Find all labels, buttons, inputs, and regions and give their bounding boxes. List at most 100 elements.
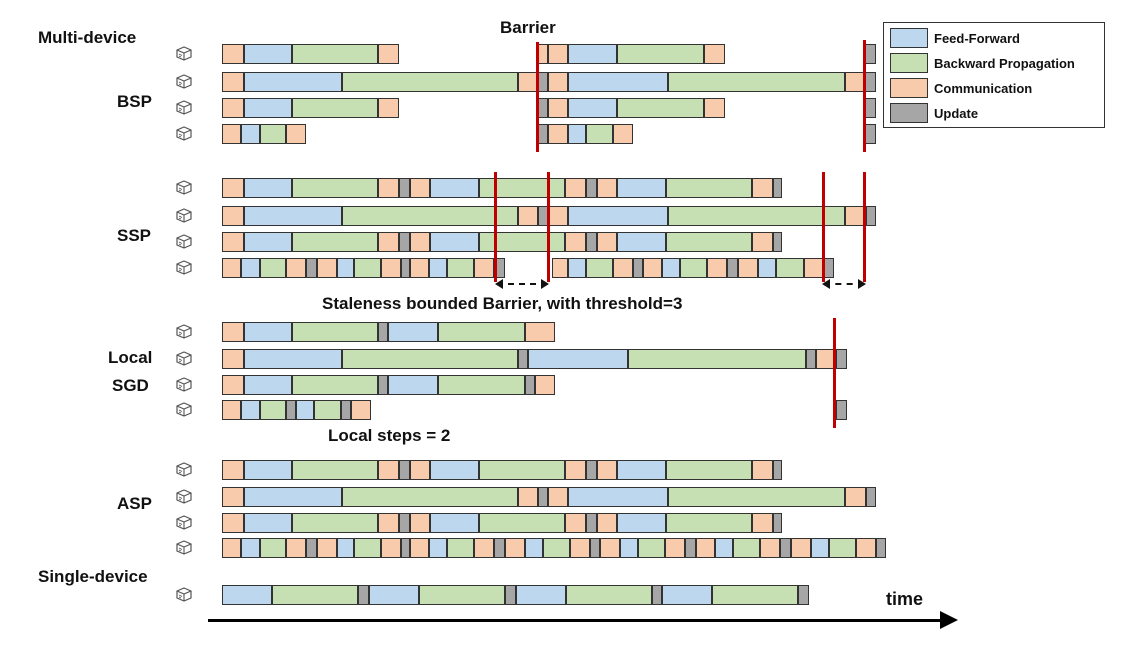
communication-segment [317,538,337,558]
computer-icon [175,74,193,90]
update-segment [538,124,548,144]
communication-segment [222,72,244,92]
communication-segment [222,232,244,252]
update-segment [538,72,548,92]
computer-icon [175,462,193,478]
update-segment [633,258,643,278]
communication-segment [286,538,306,558]
computer-icon [175,402,193,418]
communication-segment [548,206,568,226]
communication-segment [738,258,758,278]
backward-propagation-segment [354,538,381,558]
communication-segment [222,322,244,342]
backward-propagation-segment [666,460,752,480]
feed-forward-segment [568,72,668,92]
update-segment [306,538,317,558]
communication-segment [845,487,866,507]
update-segment [586,232,597,252]
legend-label: Update [934,105,979,121]
backward-propagation-segment [543,538,570,558]
backward-propagation-segment [479,232,565,252]
backward-propagation-segment [292,322,378,342]
communication-segment [222,258,241,278]
update-segment [525,375,535,395]
feed-forward-segment [568,258,586,278]
update-segment [399,460,410,480]
communication-segment [565,232,586,252]
legend-swatch [890,28,928,48]
communication-segment [378,513,399,533]
communication-segment [565,178,586,198]
asp-label: ASP [117,494,152,513]
computer-icon [175,180,193,196]
communication-segment [518,206,538,226]
feed-forward-segment [388,375,438,395]
backward-propagation-segment [438,375,525,395]
backward-propagation-segment [342,349,518,369]
communication-segment [525,322,555,342]
update-segment [399,513,410,533]
feed-forward-segment [244,487,342,507]
time-axis [208,619,950,622]
feed-forward-segment [715,538,733,558]
communication-segment [222,206,244,226]
feed-forward-segment [811,538,829,558]
communication-segment [643,258,662,278]
feed-forward-segment [337,258,354,278]
update-segment [836,349,847,369]
update-segment [652,585,662,605]
backward-propagation-segment [342,206,518,226]
feed-forward-segment [337,538,354,558]
backward-propagation-segment [668,206,845,226]
update-segment [590,538,600,558]
feed-forward-segment [620,538,638,558]
update-segment [866,206,876,226]
communication-segment [548,124,568,144]
update-segment [401,538,410,558]
legend-label: Feed-Forward [934,30,1020,46]
local-steps-label: Local steps = 2 [328,426,451,445]
backward-propagation-segment [617,98,704,118]
ssp-barrier-line-1 [494,172,497,282]
update-segment [727,258,738,278]
update-segment [399,232,410,252]
communication-segment [222,375,244,395]
update-segment [876,538,886,558]
backward-propagation-segment [479,513,565,533]
communication-segment [613,124,633,144]
update-segment [538,98,548,118]
communication-segment [474,538,494,558]
update-segment [358,585,369,605]
computer-icon [175,100,193,116]
feed-forward-segment [525,538,543,558]
communication-segment [317,258,337,278]
communication-segment [474,258,494,278]
feed-forward-segment [244,322,292,342]
time-label: time [886,589,924,609]
feed-forward-segment [241,124,260,144]
backward-propagation-segment [680,258,707,278]
update-segment [773,460,782,480]
backward-propagation-segment [479,178,565,198]
legend-swatch [890,53,928,73]
update-segment [505,585,516,605]
backward-propagation-segment [292,44,378,64]
communication-segment [548,487,568,507]
feed-forward-segment [568,124,586,144]
communication-segment [222,178,244,198]
update-segment [780,538,791,558]
update-segment [773,513,782,533]
communication-segment [378,98,399,118]
backward-propagation-segment [586,124,613,144]
feed-forward-segment [369,585,419,605]
communication-segment [597,178,617,198]
backward-propagation-segment [272,585,358,605]
feed-forward-segment [430,178,479,198]
update-segment [341,400,351,420]
communication-segment [565,460,586,480]
update-segment [286,400,296,420]
communication-segment [548,98,568,118]
communication-segment [410,178,430,198]
